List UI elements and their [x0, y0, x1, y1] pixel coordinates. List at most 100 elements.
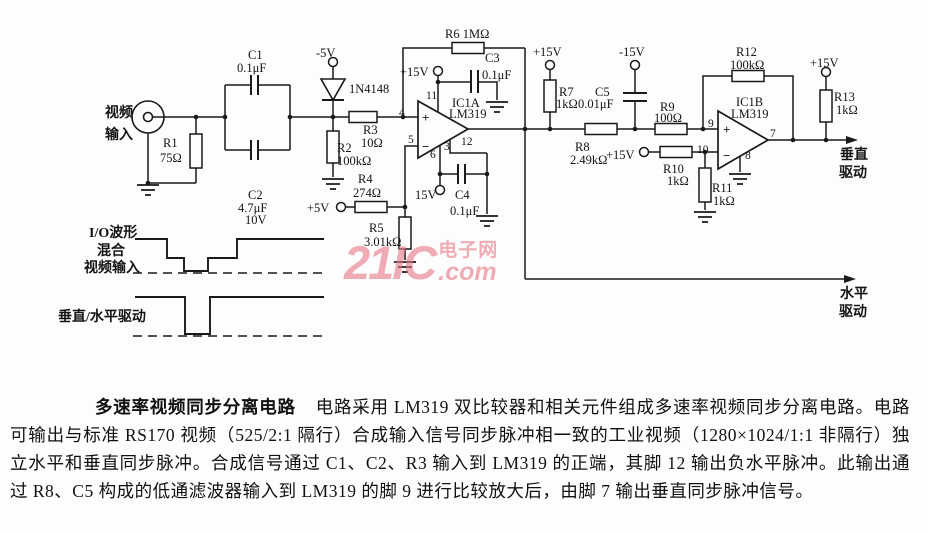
waveform-traces	[133, 238, 326, 337]
junction-dots	[145, 79, 829, 210]
r12-ref: R12	[736, 45, 757, 59]
ground-input-icon	[137, 184, 159, 196]
ic1a-minus-sign: −	[422, 139, 429, 154]
terminal-pos15v-r7-icon	[544, 59, 556, 71]
c1-val: 0.1μF	[237, 61, 266, 75]
r8-ref: R8	[575, 140, 590, 154]
pos15v-r7-label: +15V	[533, 45, 562, 59]
horizontal-drive-label-1: 水平	[840, 285, 868, 302]
waveform-mix-label-1: 混合	[97, 242, 126, 259]
ground-c3-icon	[486, 101, 508, 113]
pos15v-r13-label: +15V	[810, 56, 839, 70]
r10-ref: R10	[663, 162, 684, 176]
resistors	[189, 41, 833, 250]
horizontal-drive-arrow-icon	[844, 275, 856, 283]
r11-ref: R11	[712, 181, 732, 195]
ic1a-ref: IC1A	[452, 96, 480, 110]
capacitor-c4-icon	[457, 164, 466, 184]
r3-val: 10Ω	[361, 136, 383, 150]
circuit-wires	[147, 47, 848, 280]
resistor-r13-icon	[819, 89, 833, 123]
d1-part: 1N4148	[349, 82, 389, 96]
ic1b-part: LM319	[731, 107, 769, 121]
resistor-r10-icon	[659, 145, 693, 159]
resistor-r9-icon	[654, 122, 688, 136]
ic1b-pin10: 10	[697, 144, 709, 156]
drive-pulse-waveform	[135, 296, 324, 335]
r1-val: 75Ω	[160, 151, 182, 165]
c3-ref: C3	[485, 51, 500, 65]
terminal-neg15v-icon	[629, 59, 641, 71]
r7-ref: R7	[559, 85, 574, 99]
r6-label: R6 1MΩ	[445, 27, 489, 41]
pos5v-label: +5V	[307, 201, 329, 215]
c5-val: 0.01μF	[578, 97, 614, 111]
c1-ref: C1	[248, 48, 263, 62]
pos15v-c3-label: +15V	[400, 65, 429, 79]
resistor-r8-icon	[584, 122, 618, 136]
c2-ref: C2	[248, 188, 263, 202]
ic1b-pin8: 8	[745, 150, 751, 162]
schematic-labels: 视频 输入 R1 75Ω C1 0.1μF C2 4.7μF 10V -5V 1…	[58, 27, 868, 325]
r12-val: 100kΩ	[730, 58, 764, 72]
resistor-r6-icon	[451, 41, 485, 55]
description-body: 电路采用 LM319 双比较器和相关元件组成多速率视频同步分离电路。电路可输出与…	[10, 396, 910, 501]
terminal-pos5v-icon	[335, 201, 347, 213]
resistor-r12-icon	[731, 69, 765, 83]
r1-ref: R1	[163, 136, 178, 150]
r2-ref: R2	[337, 141, 352, 155]
horizontal-drive-label-2: 驱动	[839, 303, 867, 320]
r9-ref: R9	[660, 100, 675, 114]
r9-val: 100Ω	[654, 111, 682, 125]
terminal-pos15v-r10-icon	[638, 146, 650, 158]
vertical-drive-label-1: 垂直	[840, 146, 868, 163]
capacitor-c1-icon	[250, 75, 259, 95]
ground-pin8-icon	[729, 173, 751, 185]
ic1a-pin11: 11	[426, 90, 437, 102]
r13-ref: R13	[834, 90, 855, 104]
r8-val: 2.49kΩ	[570, 153, 607, 167]
circuit-description: 多速率视频同步分离电路电路采用 LM319 双比较器和相关元件组成多速率视频同步…	[10, 393, 910, 505]
ic1a-pin6: 6	[430, 149, 436, 161]
r10-val: 1kΩ	[667, 174, 689, 188]
ground-r5-icon	[394, 261, 416, 273]
ground-c4-icon	[476, 215, 498, 227]
resistor-r7-icon	[543, 79, 557, 113]
r2-val: 100kΩ	[337, 154, 371, 168]
capacitor-c3-icon	[470, 70, 479, 93]
power-terminals	[327, 56, 832, 213]
r4-ref: R4	[358, 172, 373, 186]
waveform-io-label: I/O波形	[89, 224, 137, 241]
ic1b-ref: IC1B	[736, 95, 763, 109]
c4-val: 0.1μF	[450, 204, 479, 218]
composite-video-waveform	[135, 238, 324, 272]
r13-val: 1kΩ	[836, 103, 858, 117]
opamp-ic1a-icon	[417, 99, 470, 160]
resistor-r5-icon	[398, 216, 412, 250]
ic1a-pin3: 3	[444, 141, 450, 153]
r7-val: 1kΩ	[556, 97, 578, 111]
waveform-drive-label: 垂直/水平驱动	[58, 308, 146, 325]
c3-val: 0.1μF	[482, 68, 511, 82]
c5-ref: C5	[595, 85, 610, 99]
resistor-r2-icon	[326, 130, 340, 164]
vertical-drive-arrow-icon	[846, 136, 858, 144]
ic1b-pin7: 7	[770, 128, 776, 140]
neg15v-label: -15V	[619, 45, 645, 59]
video-input-connector-icon	[131, 100, 165, 134]
waveform-mix-label-2: 视频输入	[84, 259, 140, 276]
resistor-r1-icon	[189, 133, 203, 169]
ic1a-pin12: 12	[461, 136, 473, 148]
c4-ref: C4	[455, 188, 470, 202]
opamp-ic1b-icon	[717, 109, 770, 171]
terminal-neg5v-icon	[327, 56, 339, 68]
resistor-r11-icon	[698, 167, 712, 203]
ic1b-plus-sign: +	[723, 122, 730, 137]
vertical-drive-label-2: 驱动	[839, 164, 867, 181]
capacitors	[250, 70, 647, 184]
c2-val: 4.7μF	[238, 201, 267, 215]
resistor-r4-icon	[354, 200, 388, 214]
ic1a-pin5: 5	[408, 134, 414, 146]
